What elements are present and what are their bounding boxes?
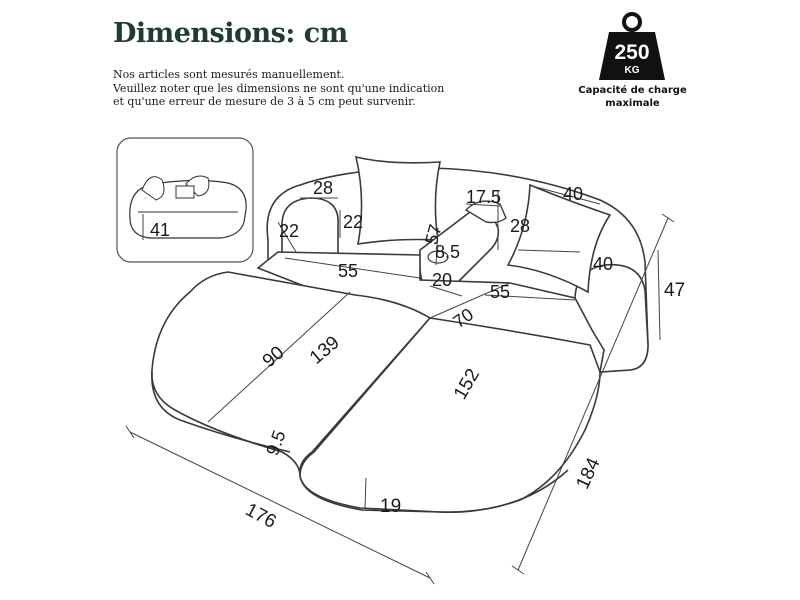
overall-depth-label: 184	[572, 454, 605, 492]
cupholder-diameter-label: 8.5	[435, 242, 460, 262]
right-pillow-height-label: 40	[593, 254, 613, 274]
arm-height-left-label: 22	[279, 221, 299, 241]
capacity-caption-line-2: maximale	[605, 98, 660, 109]
dimension-labels: 28 22 22 57 17.5 28 8.5 20 40 40 55 55 7…	[242, 178, 685, 533]
left-cushion	[151, 271, 432, 477]
console-height-label: 28	[510, 216, 530, 236]
console-width-label: 17.5	[466, 187, 501, 207]
seat-depth-right-label: 55	[490, 282, 510, 302]
weight-icon: 250 KG	[599, 12, 665, 80]
right-pillow-width-label: 40	[563, 184, 583, 204]
arm-top-width-label: 28	[313, 178, 333, 198]
thumbnail-inset: 41	[116, 137, 254, 263]
thumbnail-height-label: 41	[150, 220, 170, 240]
dimension-lines	[125, 185, 675, 585]
measurement-note: Nos articles sont mesurés manuellement. …	[113, 68, 445, 109]
pillows	[354, 155, 612, 294]
overall-height-label: 47	[664, 280, 685, 301]
capacity-caption-line-1: Capacité de charge	[578, 85, 687, 96]
right-cushion	[299, 317, 601, 514]
note-line-3: et qu'une erreur de mesure de 3 à 5 cm p…	[113, 95, 416, 108]
capacity-caption: Capacité de charge maximale	[565, 84, 700, 110]
capacity-value: 250	[614, 41, 649, 64]
capacity-unit: KG	[625, 65, 640, 76]
console-depth-label: 20	[432, 270, 452, 290]
seat-depth-left-label: 55	[338, 261, 358, 281]
note-line-1: Nos articles sont mesurés manuellement.	[113, 68, 345, 81]
arm-inner-height-label: 22	[343, 212, 363, 232]
note-line-2: Veuillez noter que les dimensions ne son…	[113, 81, 445, 95]
overall-width-label: 176	[242, 499, 280, 532]
page-title: Dimensions: cm	[113, 18, 348, 49]
cushion-thickness-label: 19	[380, 496, 401, 517]
